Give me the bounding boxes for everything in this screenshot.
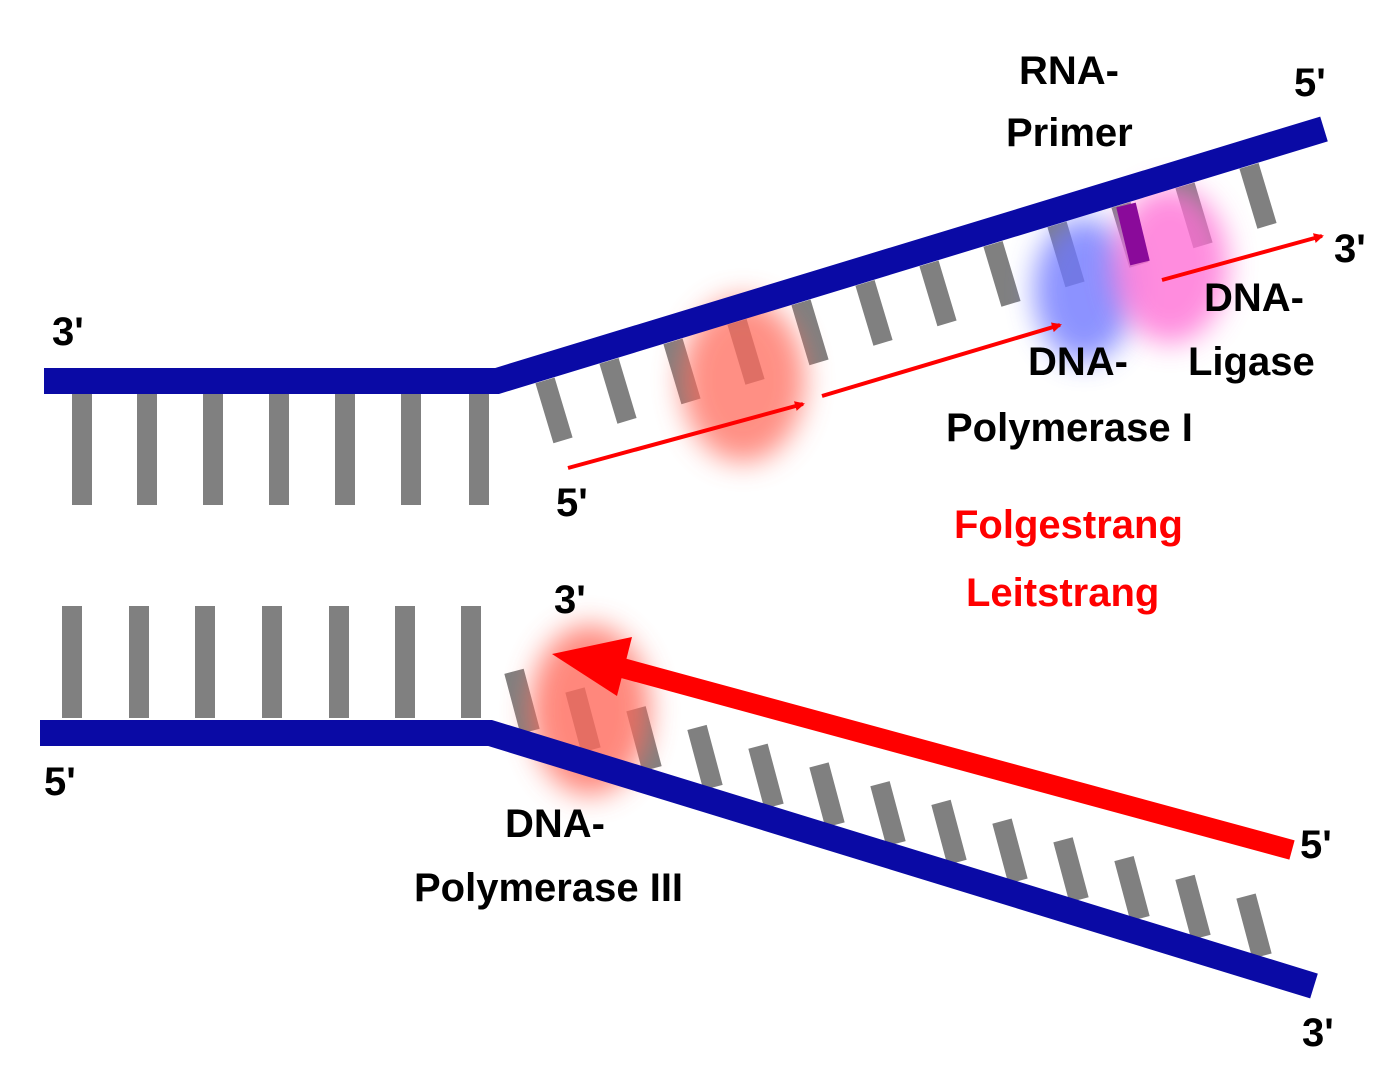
- dna-polymerase-iii-label-line2: Polymerase III: [414, 866, 683, 910]
- dna-polymerase-i-label-line1: DNA-: [1028, 340, 1128, 384]
- base-rung: [931, 799, 967, 865]
- dna-polymerase-i-label-line2: Polymerase I: [946, 406, 1193, 450]
- lower-base-pairs-flat: [62, 606, 481, 718]
- legend-leitstrang: Leitstrang: [966, 571, 1159, 615]
- base-rung: [992, 818, 1028, 884]
- base-rung: [809, 762, 845, 828]
- base-rung: [599, 357, 637, 424]
- polymerase-iii-lagging-glow: [681, 298, 805, 462]
- base-rung: [983, 240, 1021, 307]
- base-rung: [535, 377, 573, 444]
- base-rung: [203, 393, 223, 505]
- leading-strand-line: [612, 656, 1295, 860]
- base-rung: [870, 781, 906, 847]
- base-rung: [395, 606, 415, 718]
- base-rung: [72, 393, 92, 505]
- base-rung: [748, 743, 784, 809]
- bottom-template-backbone: [40, 720, 1318, 999]
- base-rung: [687, 724, 723, 791]
- base-rung: [1114, 855, 1150, 922]
- top-template-backbone: [44, 116, 1328, 394]
- upper-base-pairs-flat: [72, 393, 489, 505]
- base-rung: [401, 393, 421, 505]
- legend-folgestrang: Folgestrang: [954, 503, 1183, 547]
- bottom-left-end-label: 5': [44, 760, 76, 804]
- base-rung: [335, 393, 355, 505]
- base-rung: [469, 393, 489, 505]
- base-rung: [504, 668, 540, 734]
- leading-strand-arrowhead: [552, 637, 632, 696]
- bottom-leading-end-label: 3': [554, 578, 586, 622]
- base-rung: [1236, 893, 1272, 959]
- top-left-end-label: 3': [52, 310, 84, 354]
- base-rung: [195, 606, 215, 718]
- base-rung: [62, 606, 82, 718]
- base-rung: [1239, 162, 1277, 229]
- dna-polymerase-iii-label-line1: DNA-: [505, 802, 605, 846]
- base-rung: [329, 606, 349, 718]
- okazaki-fragment-2: [821, 322, 1062, 398]
- rna-primer-label-line1: RNA-: [1019, 49, 1119, 93]
- lagging-end-label: 3': [1334, 227, 1366, 271]
- base-rung: [262, 606, 282, 718]
- lagging-start-label: 5': [556, 481, 588, 525]
- rna-primer-label-line2: Primer: [1006, 111, 1133, 155]
- okazaki-fragment-1: [567, 401, 805, 470]
- top-right-end-label: 5': [1294, 61, 1326, 105]
- base-rung: [855, 279, 893, 346]
- base-rung: [461, 606, 481, 718]
- dna-ligase-label-line2: Ligase: [1188, 340, 1315, 384]
- base-rung: [1053, 837, 1089, 903]
- bottom-right-end-label: 3': [1302, 1011, 1334, 1055]
- base-rung: [269, 393, 289, 505]
- okazaki-fragment-3: [1161, 233, 1324, 282]
- base-rung: [129, 606, 149, 718]
- base-rung: [919, 260, 957, 327]
- base-rung: [137, 393, 157, 505]
- dna-ligase-label-line1: DNA-: [1204, 276, 1304, 320]
- base-rung: [791, 299, 829, 366]
- bottom-leading-start-label: 5': [1300, 823, 1332, 867]
- rna-primer-rung: [1116, 202, 1150, 266]
- base-rung: [1175, 874, 1211, 940]
